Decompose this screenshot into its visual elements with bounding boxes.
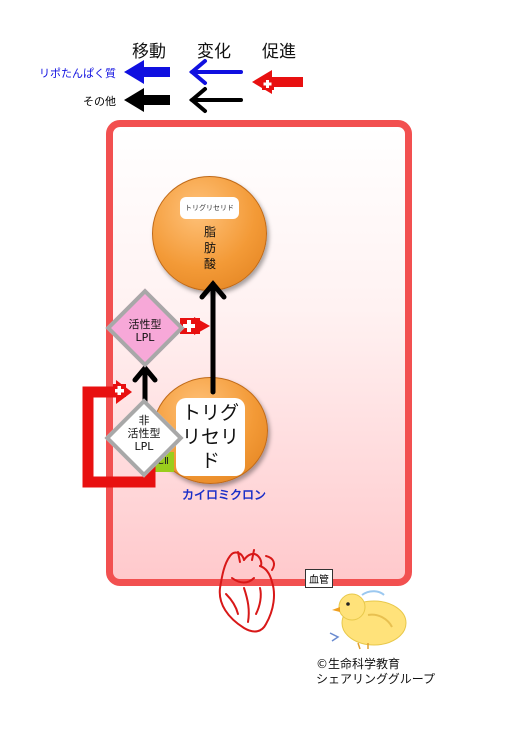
- legend-lipoprotein-label: リポたんぱく質: [39, 67, 116, 80]
- legend-lipoprotein-change-arrow: [188, 59, 243, 85]
- legend-header-move: 移動: [132, 42, 166, 62]
- inactive-lpl-label-line3: LPL: [134, 440, 154, 453]
- pathway-arrows: [82, 280, 227, 488]
- chick-logo: [329, 590, 407, 650]
- legend-header-promote: 促進: [262, 42, 296, 62]
- inactive-lpl-label-line1: 非: [138, 414, 150, 427]
- legend-promote-arrow: [252, 70, 303, 94]
- legend-arrows: [124, 59, 303, 113]
- legend-other-label: その他: [83, 95, 116, 108]
- active-lpl-label-line1: 活性型: [128, 318, 162, 331]
- fatty-acid-circle: [152, 176, 267, 291]
- copyright-line2: シェアリンググループ: [316, 672, 436, 686]
- inactive-to-active-lpl-arrow: [132, 364, 158, 405]
- inactive-lpl-label: 非 活性型 LPL: [118, 414, 170, 453]
- legend-other-change-arrow: [188, 87, 243, 113]
- triglyceride-to-fatty-acid-arrow: [199, 280, 227, 395]
- active-lpl-label: 活性型 LPL: [119, 318, 171, 344]
- inactive-lpl-label-line2: 活性型: [127, 427, 161, 440]
- legend-other-move-arrow: [124, 88, 170, 112]
- chylomicron-label: カイロミクロン: [182, 488, 267, 502]
- copyright: ©生命科学教育 シェアリンググループ: [316, 657, 435, 687]
- legend-lipoprotein-move-arrow: [124, 60, 170, 84]
- legend-header-change: 変化: [197, 42, 231, 62]
- apoc2-promote-path: [82, 380, 156, 488]
- active-lpl-promote-arrow: [180, 317, 210, 335]
- chylomicron-triglyceride: トリグ リセリ ド: [176, 398, 245, 476]
- heart-icon: [218, 549, 275, 633]
- fatty-acid-tag: トリグリセリド: [180, 197, 239, 219]
- active-lpl-label-line2: LPL: [135, 331, 155, 344]
- copyright-line1: ©生命科学教育: [316, 657, 401, 671]
- fatty-acid-label: 脂 肪 酸: [203, 225, 216, 271]
- vessel-label: 血管: [305, 569, 333, 588]
